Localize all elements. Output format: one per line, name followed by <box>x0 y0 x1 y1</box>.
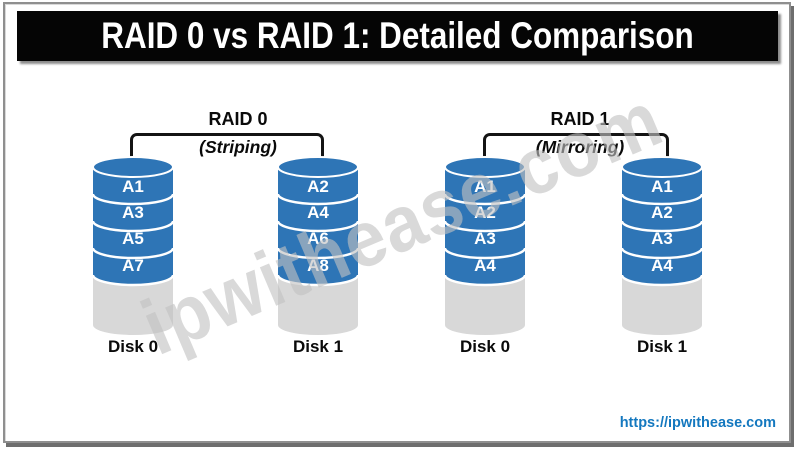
raid0-mode-label: (Striping) <box>199 137 277 157</box>
raid0-bracket-line <box>130 133 324 169</box>
cylinder-divider <box>443 274 527 287</box>
title-bar: RAID 0 vs RAID 1: Detailed Comparison <box>17 11 778 61</box>
raid1-disk1-label: Disk 1 <box>636 337 688 356</box>
disk-block-label: A7 <box>122 256 144 275</box>
cylinder-top <box>444 156 526 178</box>
disk-block-label: A4 <box>474 256 496 275</box>
disk-block-label: A6 <box>307 229 329 248</box>
cylinder-divider <box>443 193 527 206</box>
cylinder-divider <box>91 274 175 287</box>
disk-cylinder-graphic: A1 A2 A3 A4 <box>443 156 527 335</box>
cylinder-divider <box>620 220 704 233</box>
disk-block-label: A4 <box>307 203 329 222</box>
cylinder-divider <box>620 247 704 260</box>
cylinder-divider <box>91 247 175 260</box>
raid1-disk0-label: Disk 0 <box>459 337 511 356</box>
disk-block-label: A1 <box>474 177 496 196</box>
raid1-disk0: A1 A2 A3 A4 <box>443 155 527 339</box>
disk-block-label: A1 <box>122 177 144 196</box>
raid1-bracket-line <box>483 133 669 169</box>
raid0-disk1: A2 A4 A6 A8 <box>276 155 360 339</box>
disk-cylinder-graphic: A2 A4 A6 A8 <box>276 156 360 335</box>
cylinder-top <box>277 156 359 178</box>
footer-site-link[interactable]: https://ipwithease.com <box>619 415 776 431</box>
disk-block-label: A2 <box>474 203 496 222</box>
cylinder-divider <box>443 220 527 233</box>
cylinder-divider <box>443 247 527 260</box>
cylinder-divider <box>276 247 360 260</box>
disk-cylinder-graphic: A1 A2 A3 A4 <box>620 156 704 335</box>
disk-cylinder-graphic: A1 A3 A5 A7 <box>91 156 175 335</box>
cylinder-top <box>92 156 174 178</box>
cylinder-divider <box>620 193 704 206</box>
cylinder-divider <box>91 193 175 206</box>
disk-block-label: A2 <box>651 203 673 222</box>
raid0-title: RAID 0 <box>208 109 268 129</box>
cylinder-divider <box>276 220 360 233</box>
raid0-disk1-label: Disk 1 <box>292 337 344 356</box>
cylinder-divider <box>276 193 360 206</box>
cylinder-divider <box>620 274 704 287</box>
disk-block-label: A3 <box>651 229 673 248</box>
raid0-disk0: A1 A3 A5 A7 <box>91 155 175 339</box>
disk-block-label: A5 <box>122 229 144 248</box>
disk-block-label: A1 <box>651 177 673 196</box>
raid1-mode-label: (Mirroring) <box>535 137 625 157</box>
disk-block-label: A3 <box>122 203 144 222</box>
page-title: RAID 0 vs RAID 1: Detailed Comparison <box>101 15 694 56</box>
disk-block-label: A3 <box>474 229 496 248</box>
cylinder-top <box>621 156 703 178</box>
cylinder-divider <box>276 274 360 287</box>
raid1-disk1: A1 A2 A3 A4 <box>620 155 704 339</box>
cylinder-divider <box>91 220 175 233</box>
disk-block-label: A2 <box>307 177 329 196</box>
raid0-disk0-label: Disk 0 <box>107 337 159 356</box>
disk-block-label: A4 <box>651 256 673 275</box>
disk-block-label: A8 <box>307 256 329 275</box>
raid1-title: RAID 1 <box>550 109 610 129</box>
